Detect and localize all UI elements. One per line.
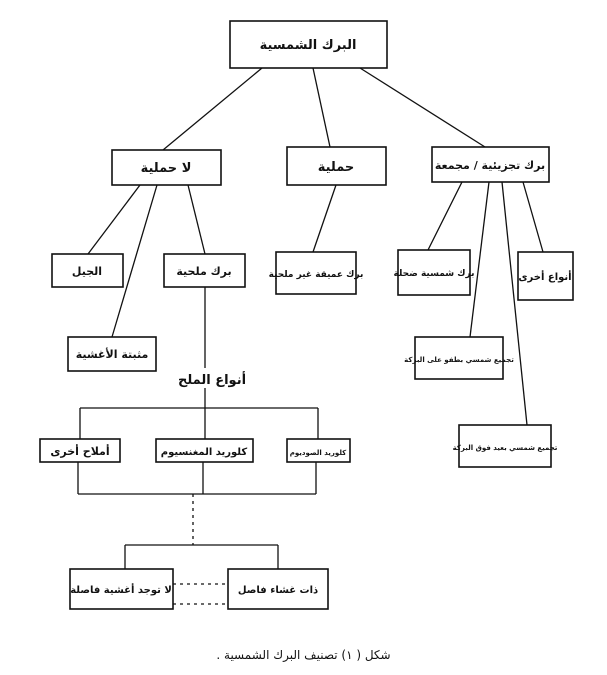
- node-membrane-stratified-label: مثبتة الأغشية: [76, 347, 149, 361]
- link-root-convective: [312, 67, 331, 148]
- node-without-membrane-label: لا توجد أغشية فاصلة: [70, 583, 172, 596]
- node-convective-label: حملية: [318, 160, 355, 175]
- node-sodium-chloride-label: كلوريد الصوديوم: [290, 449, 347, 457]
- node-gel: الجيل: [51, 253, 124, 288]
- node-unsalted-pond: برك عميقة غير ملحية: [269, 251, 364, 295]
- node-sodium-chloride: كلوريد الصوديوم: [286, 438, 351, 463]
- link-nonconvective-membrane: [111, 184, 158, 338]
- node-without-membrane: لا توجد أغشية فاصلة: [69, 568, 174, 610]
- node-collector-inside: تجميع شمسي بطفو على البركة: [404, 336, 514, 380]
- link-partitioned-other: [522, 181, 544, 253]
- link-partitioned-collector-above: [501, 181, 528, 426]
- salt-types-label: أنواع الملح: [178, 371, 246, 388]
- node-collector-inside-label: تجميع شمسي بطفو على البركة: [404, 356, 514, 364]
- node-root: البرك الشمسية: [229, 20, 388, 69]
- node-collector-above-label: تجميع شمسي بعيد فوق البركة: [453, 444, 558, 452]
- node-with-membrane: ذات غشاء فاصل: [227, 568, 329, 610]
- node-gel-label: الجيل: [72, 265, 102, 278]
- node-magnesium-chloride: كلوريد المغنسيوم: [155, 438, 254, 463]
- node-partitioned-label: برك تجزيئية / مجمعة: [435, 159, 545, 172]
- node-non-convective-label: لا حملية: [141, 161, 192, 176]
- node-membrane-stratified: مثبتة الأغشية: [67, 336, 157, 372]
- figure-caption: شكل ( ١) تصنيف البرك الشمسية .: [216, 648, 391, 662]
- node-other-salts: أملاح أخرى: [39, 438, 121, 463]
- node-collector-above: تجميع شمسي بعيد فوق البركة: [453, 424, 558, 468]
- link-convective-unsalted: [312, 184, 337, 253]
- node-non-convective: لا حملية: [111, 149, 222, 186]
- link-nonconvective-gel: [87, 184, 141, 255]
- connectors: [77, 67, 544, 605]
- node-salt-pond-label: برك ملحية: [176, 265, 231, 278]
- node-other-types: أنواع أخرى: [517, 251, 574, 301]
- node-partitioned: برك تجزيئية / مجمعة: [431, 146, 550, 183]
- link-root-nonconvective: [162, 67, 263, 151]
- node-magnesium-chloride-label: كلوريد المغنسيوم: [161, 447, 248, 458]
- node-other-salts-label: أملاح أخرى: [50, 444, 109, 458]
- node-salt-pond: برك ملحية: [163, 253, 246, 288]
- link-root-partitioned: [359, 67, 486, 148]
- node-root-label: البرك الشمسية: [260, 38, 357, 53]
- node-other-types-label: أنواع أخرى: [518, 270, 571, 283]
- node-shallow-pond-label: برك شمسية ضحلة: [394, 269, 475, 279]
- link-partitioned-collector-inside: [469, 181, 490, 338]
- node-unsalted-pond-label: برك عميقة غير ملحية: [269, 270, 364, 280]
- node-with-membrane-label: ذات غشاء فاصل: [238, 585, 318, 596]
- classification-diagram: البرك الشمسية لا حملية حملية برك تجزيئية…: [39, 20, 574, 610]
- node-convective: حملية: [286, 146, 387, 186]
- node-shallow-pond: برك شمسية ضحلة: [394, 249, 475, 296]
- link-partitioned-shallow: [427, 181, 463, 251]
- link-nonconvective-saltpond: [187, 184, 206, 255]
